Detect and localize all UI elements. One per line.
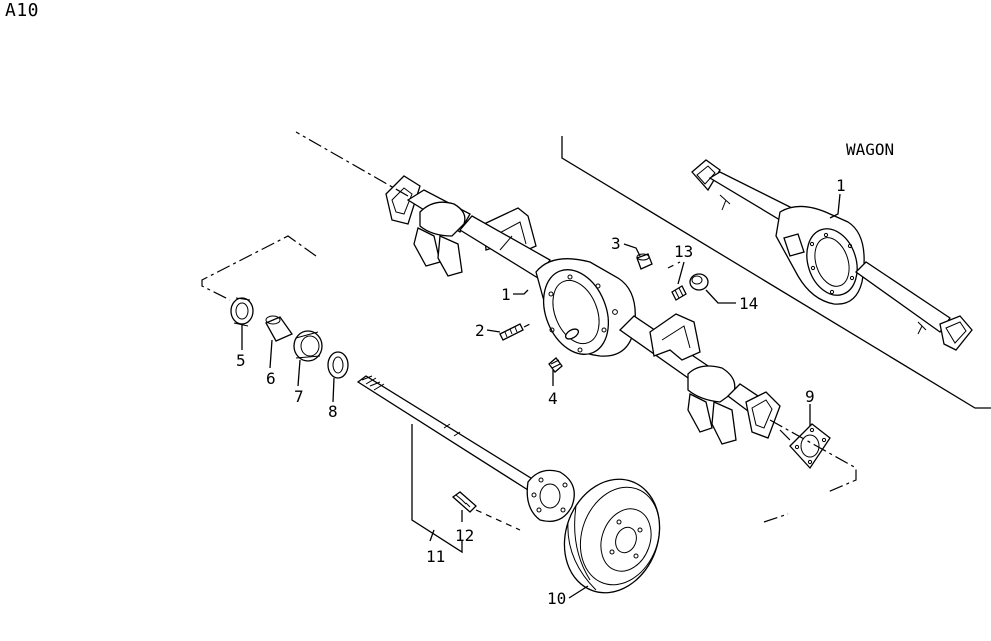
callout-3: 3 xyxy=(611,234,621,253)
guide-line-drum xyxy=(763,513,789,523)
callout-12: 12 xyxy=(455,526,474,545)
callout-5: 5 xyxy=(236,351,246,370)
cap-14 xyxy=(689,273,709,291)
callout-2: 2 xyxy=(475,321,485,340)
axle-shaft-11 xyxy=(356,375,575,523)
gasket-9 xyxy=(789,423,831,470)
callout-6: 6 xyxy=(266,369,276,388)
oil-seal-5 xyxy=(230,297,254,327)
guide-line-flange xyxy=(295,131,409,197)
stud-bolt-2 xyxy=(499,323,531,341)
plug-3 xyxy=(636,253,653,270)
callout-11: 11 xyxy=(426,547,445,566)
retainer-ring-8 xyxy=(327,351,349,379)
guide-line-gasket xyxy=(769,419,857,493)
main-axle-housing xyxy=(385,175,781,445)
page-code: A10 xyxy=(5,0,40,21)
breather-13 xyxy=(671,285,687,301)
callout-8: 8 xyxy=(328,402,338,421)
spacer-6 xyxy=(265,315,293,342)
wagon-axle-housing xyxy=(691,159,973,351)
callout-7: 7 xyxy=(294,387,304,406)
callout-13: 13 xyxy=(674,242,693,261)
guide-line-plug xyxy=(667,261,681,269)
guide-line-bearings xyxy=(201,235,317,301)
guide-line-flange-right xyxy=(779,429,791,441)
variant-label-wagon: WAGON xyxy=(846,140,894,159)
wagon-divider xyxy=(561,136,991,409)
callout-4: 4 xyxy=(548,389,558,408)
callout-1: 1 xyxy=(501,285,511,304)
bearing-7 xyxy=(293,330,323,362)
leader-lines xyxy=(241,193,841,599)
drain-plug-4 xyxy=(548,357,563,373)
callout-14: 14 xyxy=(739,294,758,313)
callout-9: 9 xyxy=(805,387,815,406)
hub-bolt-12 xyxy=(451,491,521,531)
callout-10: 10 xyxy=(547,589,566,608)
brake-drum-10 xyxy=(563,478,661,594)
callout-1-wagon: 1 xyxy=(836,176,846,195)
